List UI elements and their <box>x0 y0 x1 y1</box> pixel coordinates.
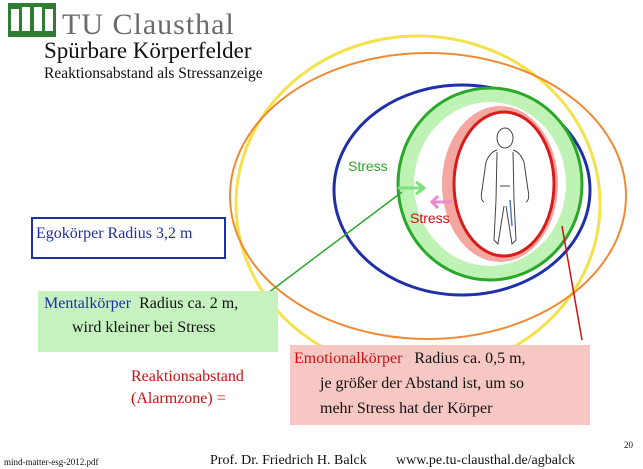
emotional-label-line3: mehr Stress hat der Körper <box>320 400 493 417</box>
pink-arrow-icon <box>429 194 452 210</box>
footer-url: www.pe.tu-clausthal.de/agbalck <box>396 453 576 468</box>
mental-label-line2: wird kleiner bei Stress <box>72 319 216 336</box>
emotional-radius: Radius ca. 0,5 m, <box>414 350 526 367</box>
ego-field-ring <box>332 83 592 297</box>
mental-pointer-line <box>263 191 403 297</box>
reaction-distance-label: Reaktionsabstand <box>131 368 244 385</box>
stress-label-emotional: Stress <box>410 210 450 226</box>
orange-field-ring <box>229 52 627 340</box>
mental-title: Mentalkörper <box>44 295 132 312</box>
mental-label-line1: Mentalkörper Radius ca. 2 m, <box>44 295 238 313</box>
mental-radius: Radius ca. 2 m, <box>139 295 239 312</box>
ego-label-box <box>31 217 226 259</box>
emotional-label-box <box>290 345 590 425</box>
emotional-pointer-line <box>561 225 583 341</box>
stress-label-mental: Stress <box>348 158 388 174</box>
emotional-label-line1: Emotionalkörper Radius ca. 0,5 m, <box>294 350 526 368</box>
page-number: 20 <box>624 440 633 450</box>
ego-label: Egokörper Radius 3,2 m <box>36 225 193 242</box>
emotional-label-line2: je größer der Abstand ist, um so <box>320 375 524 392</box>
page-title: Spürbare Körperfelder <box>44 38 252 63</box>
footer-author: Prof. Dr. Friedrich H. Balck <box>210 453 367 468</box>
alarm-zone-label: (Alarmzone) = <box>131 390 226 407</box>
page-subtitle: Reaktionsabstand als Stressanzeige <box>44 65 263 82</box>
tu-clausthal-logo-icon <box>8 3 56 37</box>
green-arrow-icon <box>398 180 427 196</box>
emotional-field-ring <box>452 110 556 258</box>
emotional-title: Emotionalkörper <box>294 350 403 367</box>
footer-filename: mind-matter-esg-2012.pdf <box>4 457 99 467</box>
mental-label-box <box>38 291 278 352</box>
logo-text: TU Clausthal <box>62 8 235 41</box>
human-figure-icon <box>480 127 530 246</box>
